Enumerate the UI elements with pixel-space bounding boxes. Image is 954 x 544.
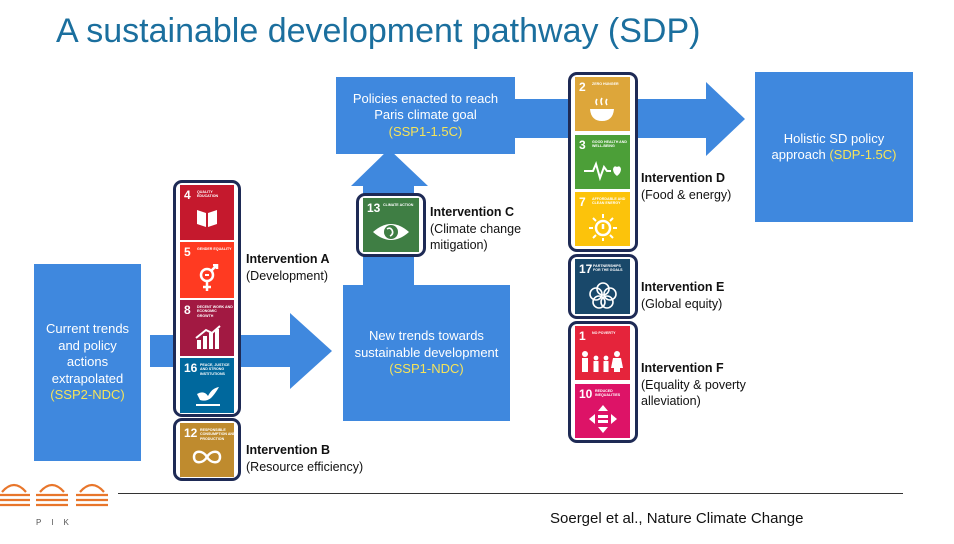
sdg-8-tile: 8 DECENT WORK AND ECONOMIC GROWTH [180, 300, 234, 356]
sdg-1-tile: 1 NO POVERTY [575, 326, 630, 380]
box-line: and policy [58, 337, 117, 353]
sdg-number: 12 [184, 426, 198, 440]
box-line-text: approach [771, 147, 826, 162]
sdg-number: 4 [184, 188, 191, 202]
dove-icon [196, 387, 220, 406]
sdg-17-tile: 17 PARTNERSHIPS FOR THE GOALS [575, 259, 630, 314]
current-trends-box: Current trends and policy actions extrap… [34, 264, 141, 461]
box-line: actions [66, 354, 109, 370]
sdg-caption: REDUCED INEQUALITIES [595, 389, 621, 398]
intervention-desc: (Climate change [430, 221, 522, 236]
box-line: sustainable development [354, 344, 499, 360]
book-icon [197, 210, 217, 227]
sdg-number: 16 [184, 361, 198, 375]
sun-power-icon [589, 214, 617, 241]
sdg-caption: GENDER EQUALITY [197, 247, 232, 251]
sdg-number: 1 [579, 329, 586, 343]
intervention-desc: (Development) [246, 268, 328, 283]
sdg-caption: NO POVERTY [592, 331, 616, 335]
intervention-b-label: Intervention B (Resource efficiency) [246, 442, 363, 475]
box-line: Current trends [45, 321, 130, 337]
sdg-13-tile: 13 CLIMATE ACTION [363, 198, 419, 252]
arrow-current-to-new [150, 313, 332, 389]
sdg-caption: GOOD HEALTH AND WELL-BEING [592, 140, 627, 149]
sdg-number: 2 [579, 80, 586, 94]
intervention-name: Intervention B [246, 443, 331, 457]
sdg-7-tile: 7 AFFORDABLE AND CLEAN ENERGY [575, 192, 630, 246]
sdg-number: 17 [579, 262, 593, 276]
sdg-caption: AFFORDABLE AND CLEAN ENERGY [592, 197, 626, 206]
arrows-equal-icon [589, 405, 617, 433]
growth-chart-icon [195, 325, 221, 349]
intervention-name: Intervention E [641, 280, 725, 294]
intervention-desc: (Food & energy) [641, 187, 732, 202]
gender-icon [199, 264, 219, 291]
intervention-d-label: Intervention D (Food & energy) [641, 170, 731, 203]
scenario-label: (SSP1-NDC) [389, 361, 464, 377]
intervention-desc: (Global equity) [641, 296, 723, 311]
sdg-caption: PARTNERSHIPS FOR THE GOALS [593, 264, 623, 273]
pik-logo-icon [0, 483, 108, 507]
intervention-desc: alleviation) [641, 394, 701, 408]
sdg-caption: PEACE, JUSTICE AND STRONG INSTITUTIONS [200, 363, 230, 376]
sdg-10-tile: 10 REDUCED INEQUALITIES [575, 384, 630, 438]
intervention-desc: (Equality & poverty [641, 377, 746, 392]
intervention-desc: mitigation) [430, 238, 488, 252]
intervention-c-label: Intervention C (Climate change mitigatio… [430, 204, 521, 254]
sdg-16-tile: 16 PEACE, JUSTICE AND STRONG INSTITUTION… [180, 358, 234, 413]
sdg-number: 5 [184, 245, 191, 259]
sdg-caption: ZERO HUNGER [592, 82, 619, 86]
sdg-number: 8 [184, 303, 191, 317]
sdg-3-tile: 3 GOOD HEALTH AND WELL-BEING [575, 135, 630, 189]
heartbeat-icon [584, 161, 621, 181]
sdg-number: 7 [579, 195, 586, 209]
sdg-caption: RESPONSIBLE CONSUMPTION AND PRODUCTION [200, 428, 234, 441]
infinity-icon [192, 450, 222, 464]
box-line: Policies enacted to reach [352, 90, 499, 106]
intervention-name: Intervention D [641, 171, 726, 185]
sdg-12-tile: 12 RESPONSIBLE CONSUMPTION AND PRODUCTIO… [180, 423, 234, 477]
flower-rings-icon [589, 282, 617, 309]
family-icon [582, 351, 623, 372]
intervention-e-label: Intervention E (Global equity) [641, 279, 724, 312]
footer-divider [118, 493, 903, 494]
sdg-caption: CLIMATE ACTION [383, 203, 414, 207]
eye-globe-icon [373, 224, 409, 240]
scenario-label: (SSP1-1.5C) [388, 123, 463, 139]
box-line: extrapolated [51, 370, 124, 386]
box-line: Holistic SD policy [783, 130, 885, 146]
sdg-caption: DECENT WORK AND ECONOMIC GROWTH [197, 305, 233, 318]
sdg-5-tile: 5 GENDER EQUALITY [180, 242, 234, 298]
new-trends-box: New trends towards sustainable developme… [343, 285, 510, 421]
page-title: A sustainable development pathway (SDP) [56, 12, 701, 50]
sdg-4-tile: 4 QUALITY EDUCATION [180, 185, 234, 240]
intervention-desc: (Resource efficiency) [246, 459, 364, 474]
intervention-name: Intervention C [430, 205, 515, 219]
scenario-label: (SSP2-NDC) [50, 387, 125, 403]
sdg-number: 3 [579, 138, 586, 152]
sdg-number: 10 [579, 387, 593, 401]
sdg-number: 13 [367, 201, 381, 215]
sdg-2-tile: 2 ZERO HUNGER [575, 77, 630, 131]
box-line: Paris climate goal [374, 107, 477, 123]
scenario-label: (SDP-1.5C) [829, 147, 897, 162]
citation-text: Soergel et al., Nature Climate Change [550, 510, 804, 527]
intervention-name: Intervention A [246, 252, 330, 266]
policies-box: Policies enacted to reach Paris climate … [336, 77, 515, 154]
pik-logo-text: PIK [36, 518, 79, 527]
box-line: New trends towards [369, 328, 484, 344]
intervention-a-label: Intervention A (Development) [246, 251, 330, 284]
holistic-box: Holistic SD policy approach (SDP-1.5C) [755, 72, 913, 222]
box-line: approach (SDP-1.5C) [771, 147, 896, 164]
bowl-icon [590, 97, 614, 121]
sdg-caption: QUALITY EDUCATION [197, 190, 219, 199]
intervention-name: Intervention F [641, 361, 724, 375]
intervention-f-label: Intervention F (Equality & poverty allev… [641, 360, 746, 410]
